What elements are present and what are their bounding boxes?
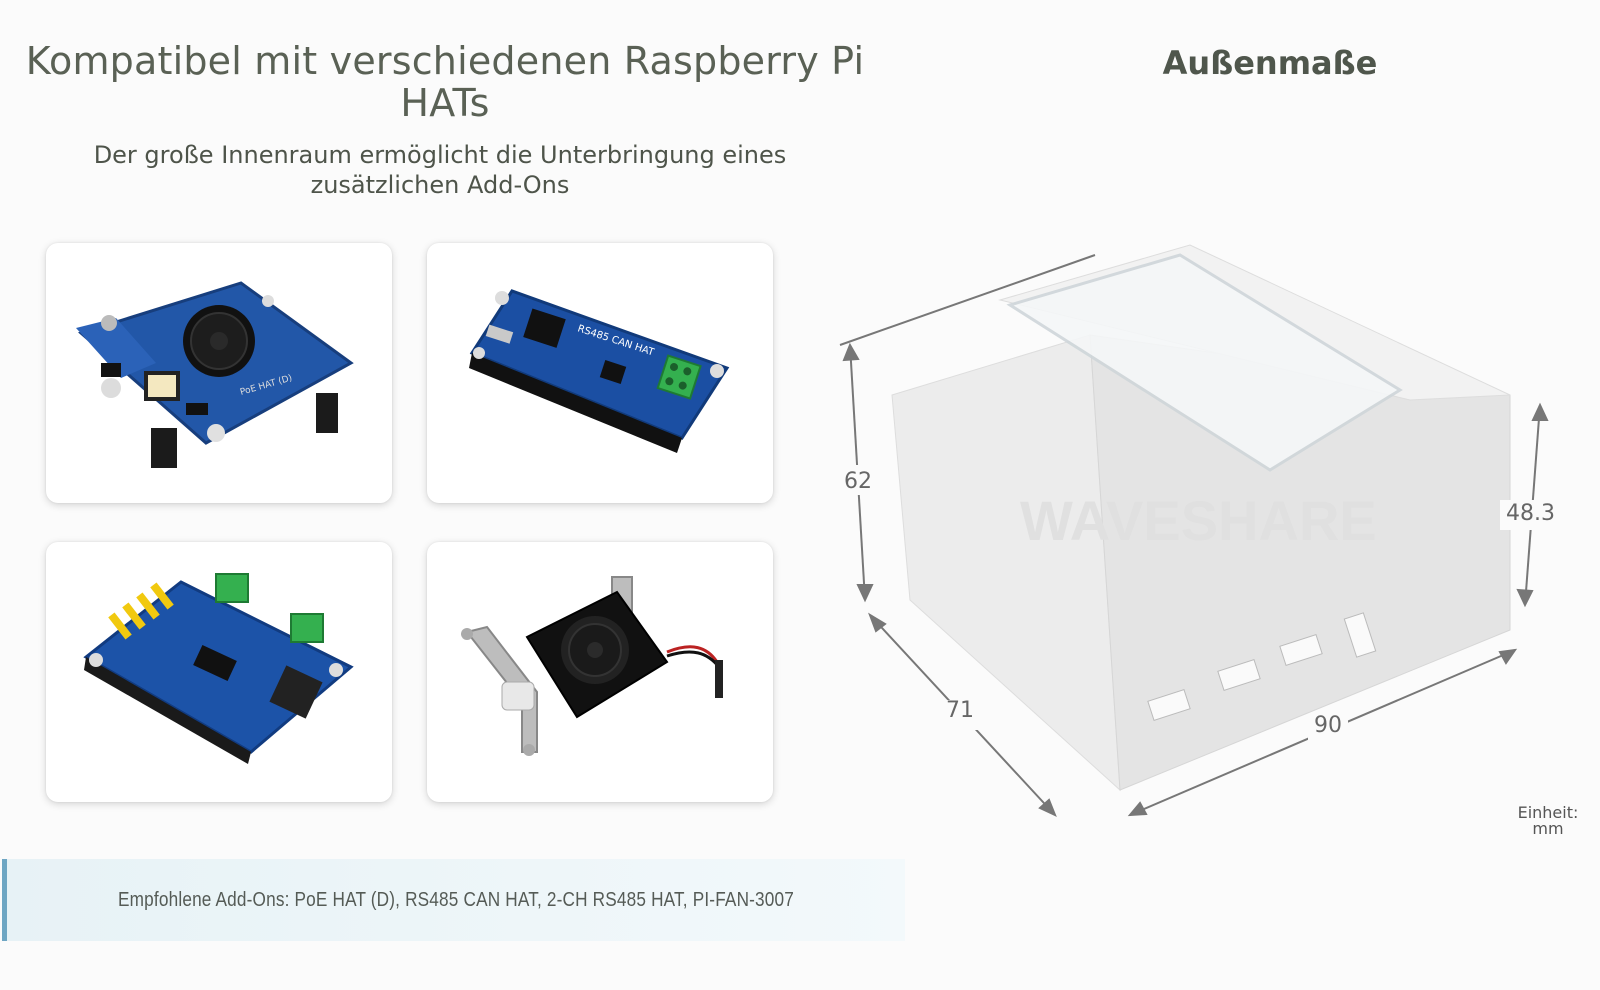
enclosure-window [1006, 253, 1403, 472]
unit-label: Einheit: [1517, 803, 1579, 822]
enclosure-dimension-drawing: WAVESHARE 62 48.3 7 [839, 0, 1600, 990]
product-card-pi-fan[interactable] [427, 542, 773, 802]
watermark: WAVESHARE [1020, 489, 1377, 552]
2ch-rs485-hat-image [83, 573, 354, 764]
section-title: Kompatibel mit verschiedenen Raspberry P… [25, 39, 865, 125]
dimension-height-48-3: 48.3 [1506, 501, 1555, 526]
dimension-width-90: 90 [1314, 713, 1342, 738]
rs485-can-hat-image: RS485 CAN HAT [469, 289, 730, 453]
pi-fan-image [461, 576, 723, 756]
product-card-poe-hat[interactable]: PoE HAT (D) [46, 243, 392, 503]
compatibility-section: Kompatibel mit verschiedenen Raspberry P… [2, 39, 905, 941]
product-card-2ch-rs485-hat[interactable] [46, 542, 392, 802]
dimensions-title: Außenmaße [1162, 44, 1378, 82]
product-card-rs485-can-hat[interactable]: RS485 CAN HAT [427, 243, 773, 503]
enclosure-front-face [891, 334, 1121, 792]
recommended-addons-text: Empfohlene Add-Ons: PoE HAT (D), RS485 C… [117, 888, 794, 911]
poe-hat-image: PoE HAT (D) [76, 281, 354, 468]
section-subtitle: Der große Innenraum ermöglicht die Unter… [93, 141, 787, 199]
unit-value: mm [1532, 819, 1564, 838]
dimension-height-62: 62 [844, 469, 872, 494]
dimensions-section: Außenmaße WAVESHARE [839, 0, 1600, 990]
recommended-addons-banner: Empfohlene Add-Ons: PoE HAT (D), RS485 C… [2, 859, 905, 941]
dimension-depth-71: 71 [946, 698, 974, 723]
unit-note: Einheit: mm [1500, 805, 1596, 837]
